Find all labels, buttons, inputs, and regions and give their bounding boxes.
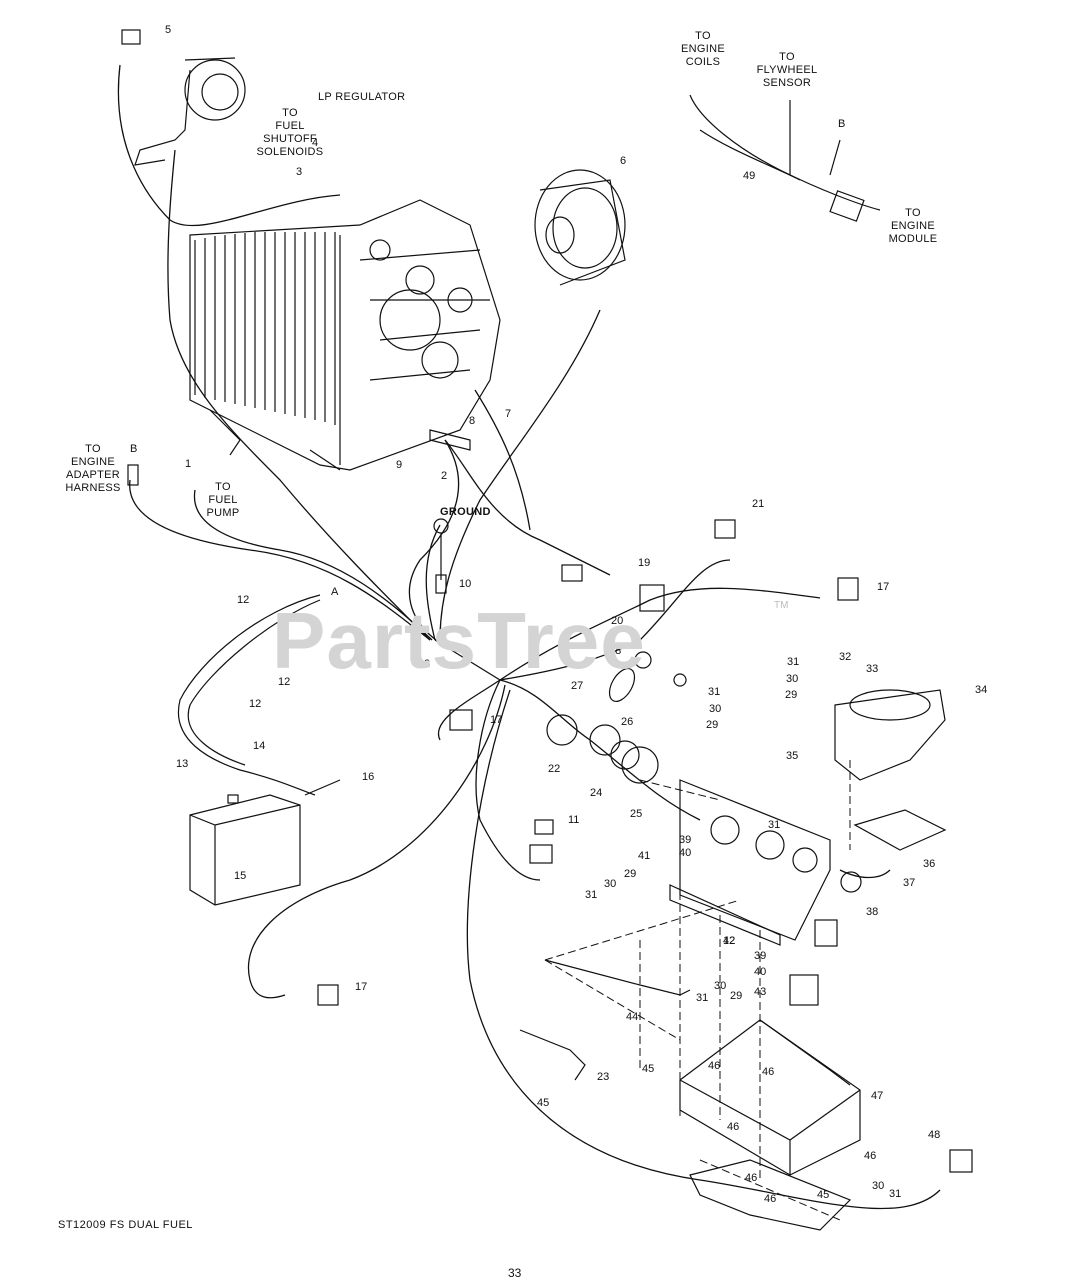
callout-2: 2 [441,470,448,482]
callout-34: 34 [975,684,988,696]
callout-4: 4 [312,137,319,149]
trademark: TM [774,600,789,611]
callout-36: 36 [923,858,936,870]
callout-38: 38 [866,906,879,918]
label-fuel-pump: TO FUEL PUMP [206,481,240,519]
dash-panel [669,779,831,946]
mounting-tray [679,1019,861,1176]
callout-17c: 17 [355,981,368,993]
callout-43: 43 [754,986,767,998]
callout-31d: 31 [585,889,598,901]
callout-12b: 12 [278,676,291,688]
callout-46c: 46 [727,1121,740,1133]
callout-25: 25 [630,808,643,820]
label-engine-module: TO ENGINE MODULE [888,207,938,245]
footer-code: ST12009 FS DUAL FUEL [58,1219,193,1231]
callout-12c: 12 [249,698,262,710]
callout-14: 14 [253,740,266,752]
callout-29a: 29 [785,689,798,701]
callout-46d: 46 [864,1150,877,1162]
callout-19: 19 [638,557,651,569]
callout-31c: 31 [768,819,781,831]
callout-46e: 46 [745,1172,758,1184]
callout-23: 23 [597,1071,610,1083]
cup-holder [834,689,946,781]
label-fuel-shutoff: TO FUEL SHUTOFF SOLENOIDS [256,107,324,158]
callout-15: 15 [234,870,247,882]
callout-46b: 46 [762,1066,775,1078]
label-ground: GROUND [440,506,491,518]
callout-30e: 30 [872,1180,885,1192]
battery [189,794,301,906]
marker-a: A [331,586,339,598]
callout-45b: 45 [537,1097,550,1109]
callout-9: 9 [396,459,403,471]
marker-b-left: B [130,443,138,455]
callout-39b: 39 [754,950,767,962]
lp-regulator [134,57,246,166]
callout-40b: 40 [754,966,767,978]
callout-7: 7 [505,408,512,420]
callout-21: 21 [752,498,765,510]
callout-29b: 29 [706,719,719,731]
callout-27: 27 [571,680,584,692]
callout-5: 5 [165,24,172,36]
callout-10: 10 [459,578,472,590]
callout-31f: 31 [889,1188,902,1200]
callout-3: 3 [296,166,303,178]
callout-11: 11 [568,814,580,826]
label-lp-regulator: LP REGULATOR [318,91,406,103]
main-harness [117,64,941,1210]
callout-30d: 30 [714,980,727,992]
callout-1: 1 [185,458,192,470]
callout-46a: 46 [708,1060,721,1072]
callout-45c: 45 [817,1189,830,1201]
callout-31e: 31 [696,992,709,1004]
callout-45a: 45 [642,1063,655,1075]
callout-35: 35 [786,750,799,762]
callout-47: 47 [871,1090,884,1102]
callout-42: 42 [723,935,736,947]
callout-31a: 31 [787,656,800,668]
callout-24: 24 [590,787,603,799]
callout-12a: 12 [237,594,250,606]
callout-17b: 17 [490,714,503,726]
pto-clutch [534,169,626,286]
callout-6: 6 [620,155,627,167]
callout-39a: 39 [679,834,692,846]
callout-26: 26 [621,716,634,728]
callout-49: 49 [743,170,756,182]
callout-20: 20 [611,615,624,627]
callout-29c: 29 [624,868,637,880]
callout-30c: 30 [604,878,617,890]
marker-b-right: B [838,118,846,130]
callout-37: 37 [903,877,916,889]
callout-29d: 29 [730,990,743,1002]
page-number: 33 [508,1266,522,1280]
callout-31b: 31 [708,686,721,698]
callout-17a: 17 [877,581,890,593]
callout-41: 41 [638,850,651,862]
callout-44: 44 [626,1011,639,1023]
callout-30b: 30 [709,703,722,715]
callout-33: 33 [866,663,879,675]
label-engine-coils: TO ENGINE COILS [681,30,725,68]
callout-40a: 40 [679,847,692,859]
callout-30a: 30 [786,673,799,685]
callout-48: 48 [928,1129,941,1141]
callout-32: 32 [839,651,852,663]
callout-28: 28 [609,645,622,657]
callout-8: 8 [469,415,476,427]
callout-16: 16 [362,771,375,783]
label-flywheel-sensor: TO FLYWHEEL SENSOR [756,51,818,89]
callout-12d: 12 [723,935,736,947]
label-adapter-harness: TO ENGINE ADAPTER HARNESS [65,443,121,494]
callout-22: 22 [548,763,561,775]
callout-13: 13 [176,758,189,770]
callout-46f: 46 [764,1193,777,1205]
callout-18: 18 [418,658,431,670]
watermark: PartsTree [272,596,646,685]
engine-assembly [189,199,501,471]
